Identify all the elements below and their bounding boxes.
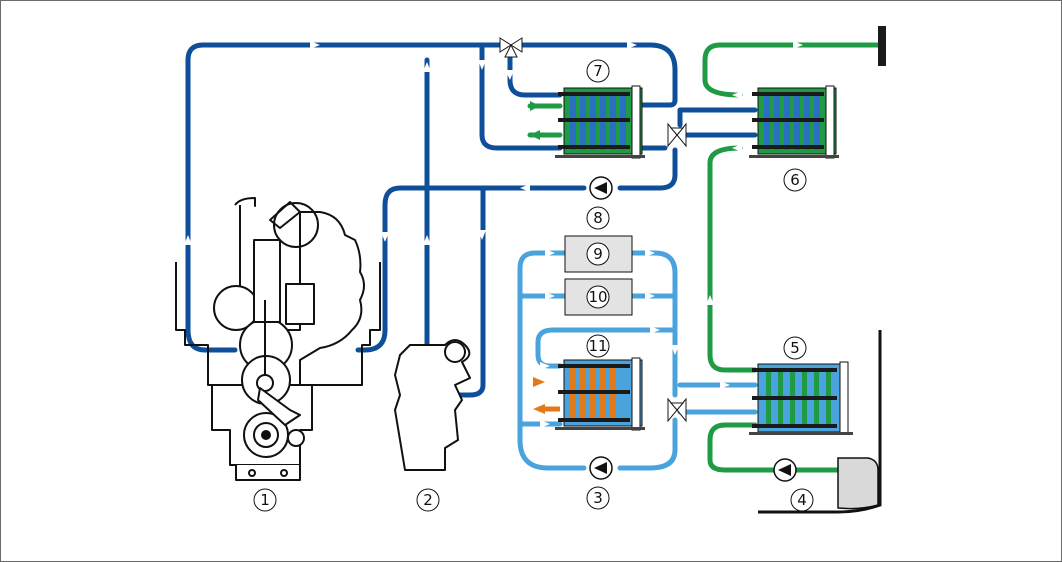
svg-text:7: 7 bbox=[593, 62, 603, 80]
svg-text:8: 8 bbox=[593, 209, 603, 227]
svg-text:6: 6 bbox=[790, 171, 800, 189]
three-way-valve-lt bbox=[667, 397, 687, 423]
svg-text:3: 3 bbox=[593, 489, 603, 507]
main-engine-icon bbox=[175, 197, 381, 481]
svg-text:2: 2 bbox=[423, 491, 433, 509]
label-5: 5 bbox=[783, 336, 807, 360]
auxiliary-engine-icon bbox=[394, 339, 471, 471]
oil-flow-arrows bbox=[533, 377, 560, 414]
seawater-chest-icon bbox=[758, 330, 882, 514]
pump-ht bbox=[589, 176, 613, 200]
svg-text:9: 9 bbox=[593, 245, 603, 263]
label-9: 9 bbox=[586, 242, 610, 266]
pump-lt bbox=[589, 456, 613, 480]
label-3: 3 bbox=[586, 486, 610, 510]
high-temperature-flow-arrows bbox=[184, 41, 637, 245]
three-way-valve-hx7 bbox=[667, 122, 687, 148]
component-labels: 1 2 3 4 5 6 7 8 bbox=[253, 59, 814, 512]
label-2: 2 bbox=[416, 488, 440, 512]
high-temperature-loop bbox=[185, 42, 758, 398]
svg-text:10: 10 bbox=[588, 288, 607, 306]
label-10: 10 bbox=[586, 285, 610, 309]
svg-text:4: 4 bbox=[797, 491, 807, 509]
label-1: 1 bbox=[253, 488, 277, 512]
low-temperature-flow-arrows bbox=[540, 249, 730, 428]
pump-seawater bbox=[773, 458, 797, 482]
plate-heat-exchanger-6 bbox=[749, 85, 839, 159]
seawater-outlet bbox=[878, 26, 886, 66]
seawater-flow-arrows bbox=[706, 41, 803, 305]
plate-heat-exchanger-7 bbox=[555, 85, 645, 159]
three-way-valve-top bbox=[499, 37, 523, 58]
low-temperature-loop bbox=[517, 250, 758, 471]
central-cooler-5 bbox=[749, 361, 853, 435]
label-4: 4 bbox=[790, 488, 814, 512]
svg-text:1: 1 bbox=[260, 491, 270, 509]
seawater-small-arrows bbox=[530, 101, 540, 140]
oil-cooler-11 bbox=[555, 357, 645, 431]
label-8: 8 bbox=[586, 206, 610, 230]
svg-text:5: 5 bbox=[790, 339, 800, 357]
label-7: 7 bbox=[586, 59, 610, 83]
svg-text:11: 11 bbox=[588, 337, 607, 355]
label-11: 11 bbox=[586, 334, 610, 358]
label-6: 6 bbox=[783, 168, 807, 192]
